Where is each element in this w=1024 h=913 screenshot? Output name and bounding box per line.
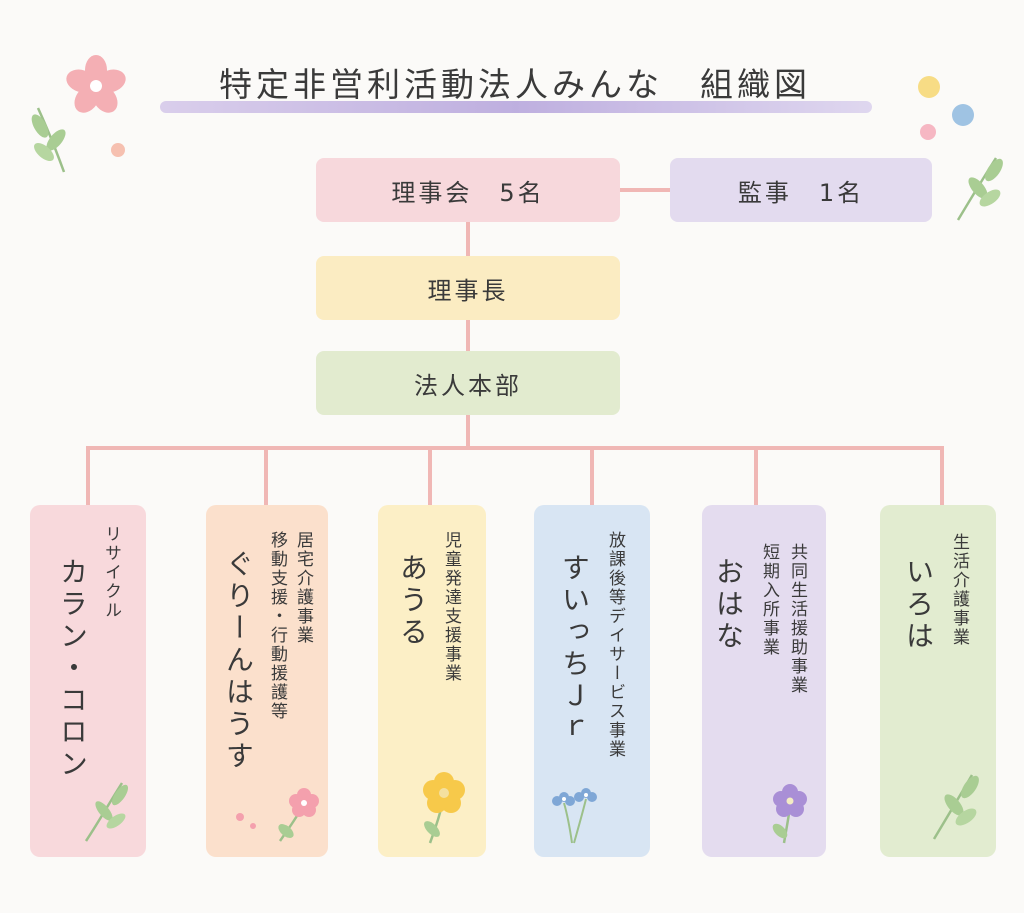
page-title: 特定非営利活動法人みんな 組織図 [219,65,811,104]
department-card-switch: 放課後等デイサービス事業 すいっちＪｒ [534,505,650,857]
department-sub-label: 放課後等デイサービス事業 [605,531,625,759]
headquarters-box: 法人本部 [316,351,620,415]
connector-drop [428,448,432,505]
department-sub-label: リサイクル [101,525,121,620]
dot-icon [250,823,256,829]
department-name: あうる [396,553,429,649]
dot-icon [952,104,974,126]
connector-hq-bus [466,415,470,448]
department-sub-label: 生活介護事業 [949,533,969,647]
connector-drop [264,448,268,505]
department-sub-label-2: 短期入所事業 [759,543,779,657]
title-underline [160,101,872,113]
department-sub-label: 児童発達支援事業 [441,531,461,683]
leaf-icon [932,774,979,840]
flower-icon [278,788,319,842]
chairman-box: 理事長 [316,256,620,320]
board-label: 理事会 5名 [391,178,545,207]
flower-icon [552,788,597,844]
flower-icon [772,784,807,844]
department-name: すいっちＪｒ [558,553,591,745]
pink-flower-icon [66,55,126,113]
department-card-recycle: リサイクル カラン・コロン [30,505,146,857]
auditor-label: 監事 1名 [737,178,865,207]
department-card-owl: 児童発達支援事業 あうる [378,505,486,857]
department-name: いろは [902,557,935,653]
department-sub-label-2: 移動支援・行動援護等 [267,531,287,721]
board-box: 理事会 5名 [316,158,620,222]
leaf-icon [31,107,66,173]
department-name: おはな [712,557,745,653]
department-card-ohana: 共同生活援助事業 短期入所事業 おはな [702,505,826,857]
department-name: カラン・コロン [56,557,89,781]
auditor-box: 監事 1名 [670,158,932,222]
department-card-greenhouse: 居宅介護事業 移動支援・行動援護等 ぐりーんはうす [206,505,328,857]
department-sub-label-1: 居宅介護事業 [293,531,313,645]
dot-icon [236,813,244,821]
connector-bus [86,446,944,450]
chairman-label: 理事長 [427,276,509,305]
department-name: ぐりーんはうす [222,549,255,773]
connector-board-auditor [620,188,670,192]
leaf-icon [84,782,129,842]
connector-board-chair [466,222,470,256]
connector-drop [86,448,90,505]
dot-icon [111,143,125,157]
department-sub-label-1: 共同生活援助事業 [787,543,807,695]
leaf-icon [956,157,1003,221]
flower-icon [423,772,465,844]
connector-drop [940,448,944,505]
department-card-iroha: 生活介護事業 いろは [880,505,996,857]
dot-icon [918,76,940,98]
headquarters-label: 法人本部 [414,371,522,400]
connector-drop [754,448,758,505]
connector-drop [590,448,594,505]
dot-icon [920,124,936,140]
connector-chair-hq [466,320,470,351]
